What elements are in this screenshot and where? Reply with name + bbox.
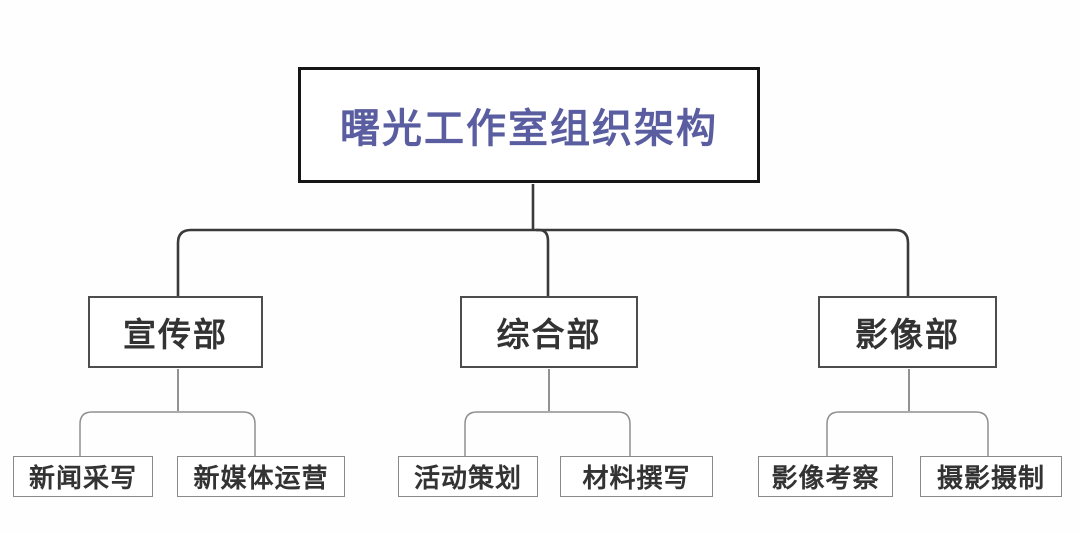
dept1-span-line bbox=[79, 411, 256, 457]
dept2-span-line bbox=[464, 411, 631, 457]
root-node-studio-structure: 曙光工作室组织架构 bbox=[298, 67, 760, 183]
dept-node-imaging: 影像部 bbox=[818, 296, 997, 368]
leaf-node-visual-fieldwork: 影像考察 bbox=[758, 456, 893, 497]
level1-center-drop-line bbox=[536, 228, 550, 297]
leaf-node-new-media-operation: 新媒体运营 bbox=[177, 456, 345, 497]
leaf-node-document-writing: 材料撰写 bbox=[560, 456, 713, 497]
dept-node-general-affairs: 综合部 bbox=[460, 296, 638, 368]
dept-node-publicity: 宣传部 bbox=[88, 296, 263, 368]
level1-span-line bbox=[176, 228, 910, 297]
leaf-node-news-writing: 新闻采写 bbox=[13, 456, 153, 497]
leaf-node-photography-filming: 摄影摄制 bbox=[920, 456, 1062, 497]
leaf-node-event-planning: 活动策划 bbox=[398, 456, 538, 497]
dept3-span-line bbox=[826, 411, 989, 457]
